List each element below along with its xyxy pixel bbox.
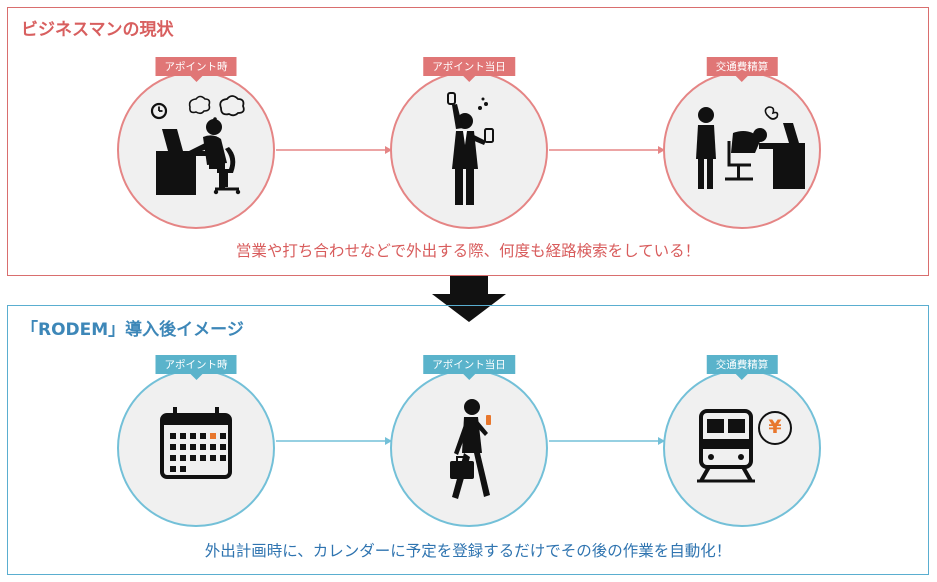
yen-coin-icon: ¥ xyxy=(758,411,792,445)
step-appointment-time: アポイント時 xyxy=(117,57,275,229)
panel-title: ビジネスマンの現状 xyxy=(21,20,174,40)
stressed-desk-worker-icon xyxy=(150,95,245,195)
step-appointment-day: アポイント当日 xyxy=(390,57,548,229)
step-label: アポイント当日 xyxy=(423,57,515,82)
flow-arrow xyxy=(276,435,392,447)
step-label: アポイント当日 xyxy=(423,355,515,380)
step-label: アポイント時 xyxy=(155,355,237,380)
step-expense-settlement: ¥ 交通費精算 xyxy=(663,355,821,527)
panel-caption: 営業や打ち合わせなどで外出する際、何度も経路検索をしている！ xyxy=(235,242,701,260)
step-label: 交通費精算 xyxy=(706,355,778,380)
train-icon xyxy=(697,409,755,483)
down-arrow-icon xyxy=(432,276,506,322)
step-label: アポイント時 xyxy=(155,57,237,82)
current-situation-panel: ビジネスマンの現状 xyxy=(7,7,929,276)
step-appointment-time: アポイント時 xyxy=(117,355,275,527)
step-label: 交通費精算 xyxy=(706,57,778,82)
flow-arrow xyxy=(276,144,392,156)
commuter-phone-icon xyxy=(447,92,494,205)
calendar-icon xyxy=(160,407,232,479)
panel-caption: 外出計画時に、カレンダーに予定を登録するだけでその後の作業を自動化！ xyxy=(204,542,732,560)
flow-arrow xyxy=(549,435,665,447)
panel-title: 「RODEM」導入後イメージ xyxy=(21,320,244,340)
step-appointment-day: アポイント当日 xyxy=(390,355,548,527)
expense-paperwork-icon xyxy=(696,106,805,189)
walking-businessman-icon xyxy=(450,399,491,499)
flow-arrow xyxy=(549,144,665,156)
rodem-solution-panel: 「RODEM」導入後イメージ アポイント時 xyxy=(7,305,929,575)
step-expense-settlement: 交通費精算 xyxy=(663,57,821,229)
